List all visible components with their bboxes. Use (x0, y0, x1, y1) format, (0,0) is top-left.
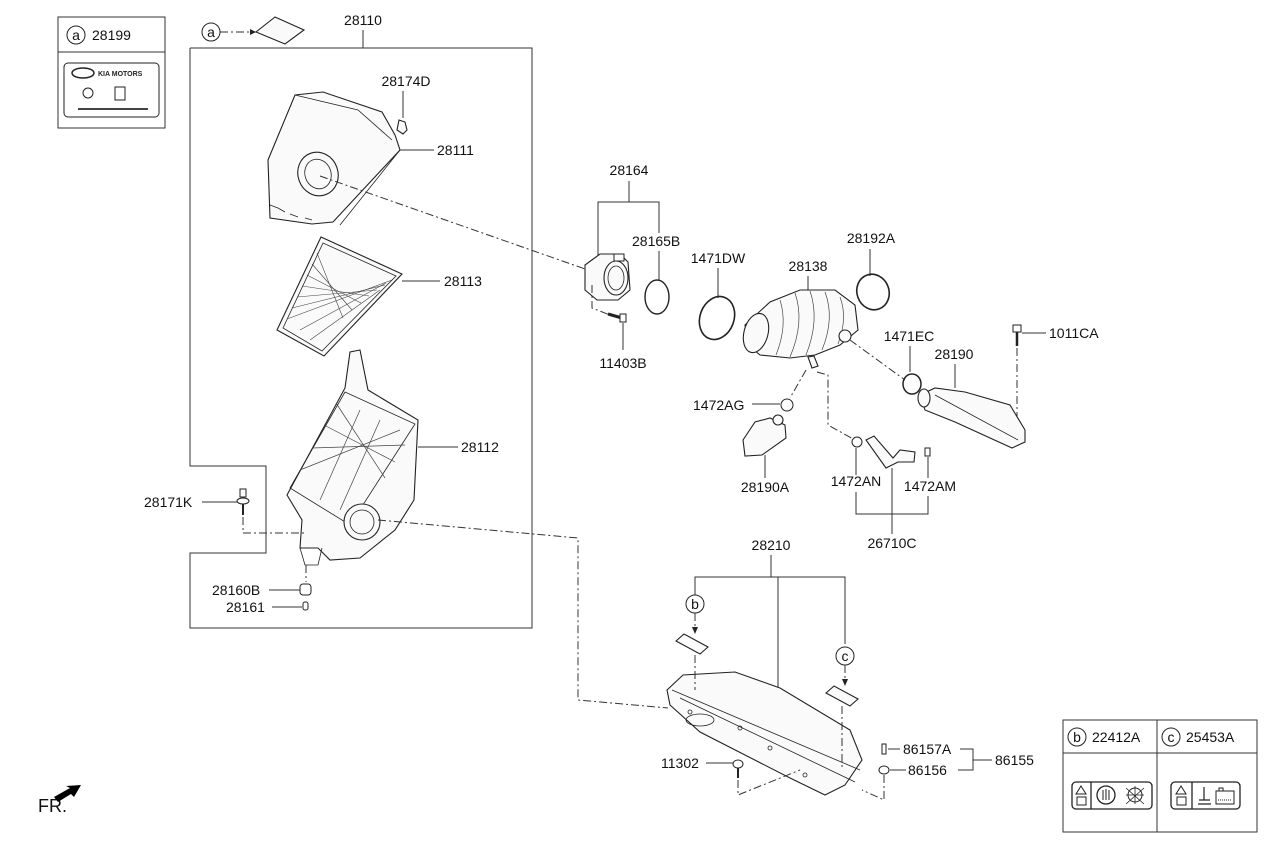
clamp-1472AN-icon (851, 436, 863, 448)
lower-case-28112-icon (286, 349, 419, 566)
legend-c-part-number[interactable]: 25453A (1186, 729, 1235, 745)
clamp-1472AM-icon (924, 447, 931, 457)
legend-a-part-number[interactable]: 28199 (92, 27, 131, 43)
callout-a: a (201, 16, 306, 45)
part-label-28138[interactable]: 28138 (789, 258, 828, 274)
clamp-1472AG-icon (780, 398, 794, 412)
part-label-86156[interactable]: 86156 (908, 762, 947, 778)
legend-b-part-number[interactable]: 22412A (1092, 729, 1141, 745)
legend-b-letter: b (1073, 729, 1081, 745)
screw-11403B-icon (607, 312, 627, 323)
part-label-1011CA[interactable]: 1011CA (1049, 325, 1099, 341)
part-label-26710C[interactable]: 26710C (867, 535, 916, 551)
bolt-1011CA-icon (1012, 324, 1022, 346)
intake-hose-28138-icon (742, 289, 859, 369)
clip-28174D-icon (396, 119, 408, 135)
part-label-28192A[interactable]: 28192A (847, 230, 896, 246)
front-direction-label: FR. (38, 796, 67, 816)
grommet-28160B-icon (299, 583, 312, 596)
warning-label-b-icon (1071, 781, 1153, 810)
filter-element-28113-icon (276, 236, 403, 357)
callout-a-letter: a (207, 24, 215, 40)
legend-a-letter: a (72, 27, 80, 43)
kia-brand-text: KIA MOTORS (98, 71, 143, 78)
legend-bc-table: b 22412A c 25453A (1062, 719, 1258, 833)
clamp-1471EC-icon (902, 373, 922, 395)
part-label-28110[interactable]: 28110 (344, 12, 382, 28)
part-label-86155[interactable]: 86155 (995, 752, 1034, 768)
upper-cover-28111-icon (267, 91, 401, 226)
callout-a-circle (66, 25, 86, 45)
part-label-28111[interactable]: 28111 (437, 142, 474, 158)
o-ring-28165B-icon (644, 279, 670, 315)
part-label-28161[interactable]: 28161 (226, 599, 265, 615)
part-label-28190[interactable]: 28190 (935, 346, 974, 362)
part-label-11302[interactable]: 11302 (661, 755, 699, 771)
part-label-28171K[interactable]: 28171K (144, 494, 193, 510)
collar-28161-icon (302, 601, 309, 611)
callout-b-letter: b (691, 596, 699, 612)
air-cleaner-box-28110: 28110 (189, 12, 533, 629)
part-label-1472AM[interactable]: 1472AM (904, 478, 956, 494)
kia-label-icon: KIA MOTORS (63, 62, 160, 118)
part-label-11403B[interactable]: 11403B (599, 355, 646, 371)
part-label-28190A[interactable]: 28190A (741, 479, 790, 495)
air-duct-28210-icon (666, 671, 863, 796)
bolt-28171K-icon (236, 488, 250, 515)
maf-sensor-28164-icon (584, 253, 631, 301)
clip-86156-icon (878, 765, 890, 775)
part-label-1471DW[interactable]: 1471DW (691, 250, 746, 266)
clamp-28192A-icon (855, 273, 891, 311)
breather-hose-26710C-icon (865, 435, 916, 469)
label-c-icon (825, 685, 859, 707)
part-label-28113[interactable]: 28113 (444, 273, 482, 289)
part-label-28160B[interactable]: 28160B (212, 582, 260, 598)
resonator-28190-icon (917, 387, 1026, 449)
warning-label-c-icon (1170, 781, 1241, 810)
label-b-icon (675, 633, 709, 655)
part-label-28174D[interactable]: 28174D (381, 73, 430, 89)
pin-86157A-icon (881, 743, 887, 755)
part-label-28112[interactable]: 28112 (461, 439, 499, 455)
front-arrow-icon (54, 785, 81, 802)
part-label-1472AN[interactable]: 1472AN (831, 473, 882, 489)
part-label-28210[interactable]: 28210 (752, 537, 791, 553)
bolt-11302-icon (732, 759, 744, 778)
part-label-28165B[interactable]: 28165B (632, 233, 680, 249)
legend-a-box: a 28199 KIA MOTORS (57, 16, 166, 129)
part-label-1471EC[interactable]: 1471EC (884, 328, 935, 344)
part-label-1472AG[interactable]: 1472AG (693, 397, 744, 413)
resonator-28190A-icon (742, 414, 787, 457)
legend-c-letter: c (1168, 729, 1175, 745)
clamp-1471DW-icon (698, 295, 736, 341)
callout-c-letter: c (842, 648, 849, 664)
part-label-28164[interactable]: 28164 (610, 162, 649, 178)
label-sheet-icon (254, 16, 306, 45)
part-label-86157A[interactable]: 86157A (903, 741, 952, 757)
